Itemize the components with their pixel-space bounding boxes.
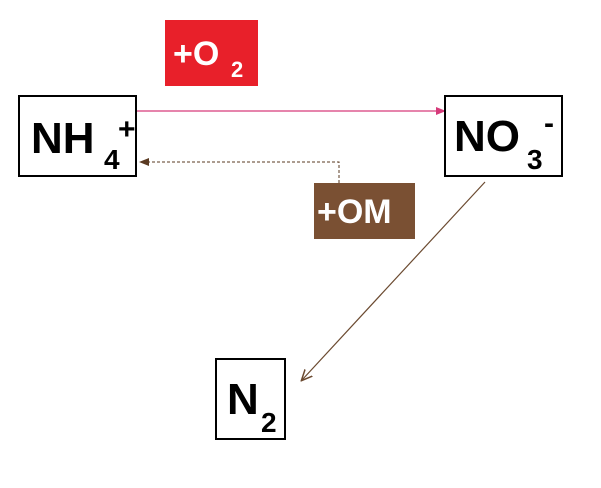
nitrate-subscript: 3: [527, 144, 543, 175]
ammonium-formula: NH: [31, 114, 95, 163]
oxygen-label-text: +O: [173, 35, 220, 73]
nitrate-node: NO 3 -: [444, 95, 563, 177]
nitrate-formula: NO: [454, 112, 520, 161]
organic-matter-label-text: +OM: [317, 193, 392, 231]
oxygen-label-subscript: 2: [231, 57, 244, 82]
ammonium-charge: +: [118, 113, 136, 146]
nitrate-charge: -: [544, 107, 554, 140]
dinitrogen-node: N 2: [215, 358, 286, 440]
oxygen-label: +O 2: [165, 20, 258, 86]
denitrification-arrow: [302, 181, 486, 380]
dinitrogen-formula: N: [227, 375, 259, 424]
ammonium-node: NH 4 +: [18, 95, 137, 177]
ammonium-subscript: 4: [104, 144, 120, 175]
organic-matter-return-arrow: [139, 158, 340, 183]
organic-matter-label: +OM: [314, 183, 415, 239]
dinitrogen-subscript: 2: [261, 407, 277, 438]
